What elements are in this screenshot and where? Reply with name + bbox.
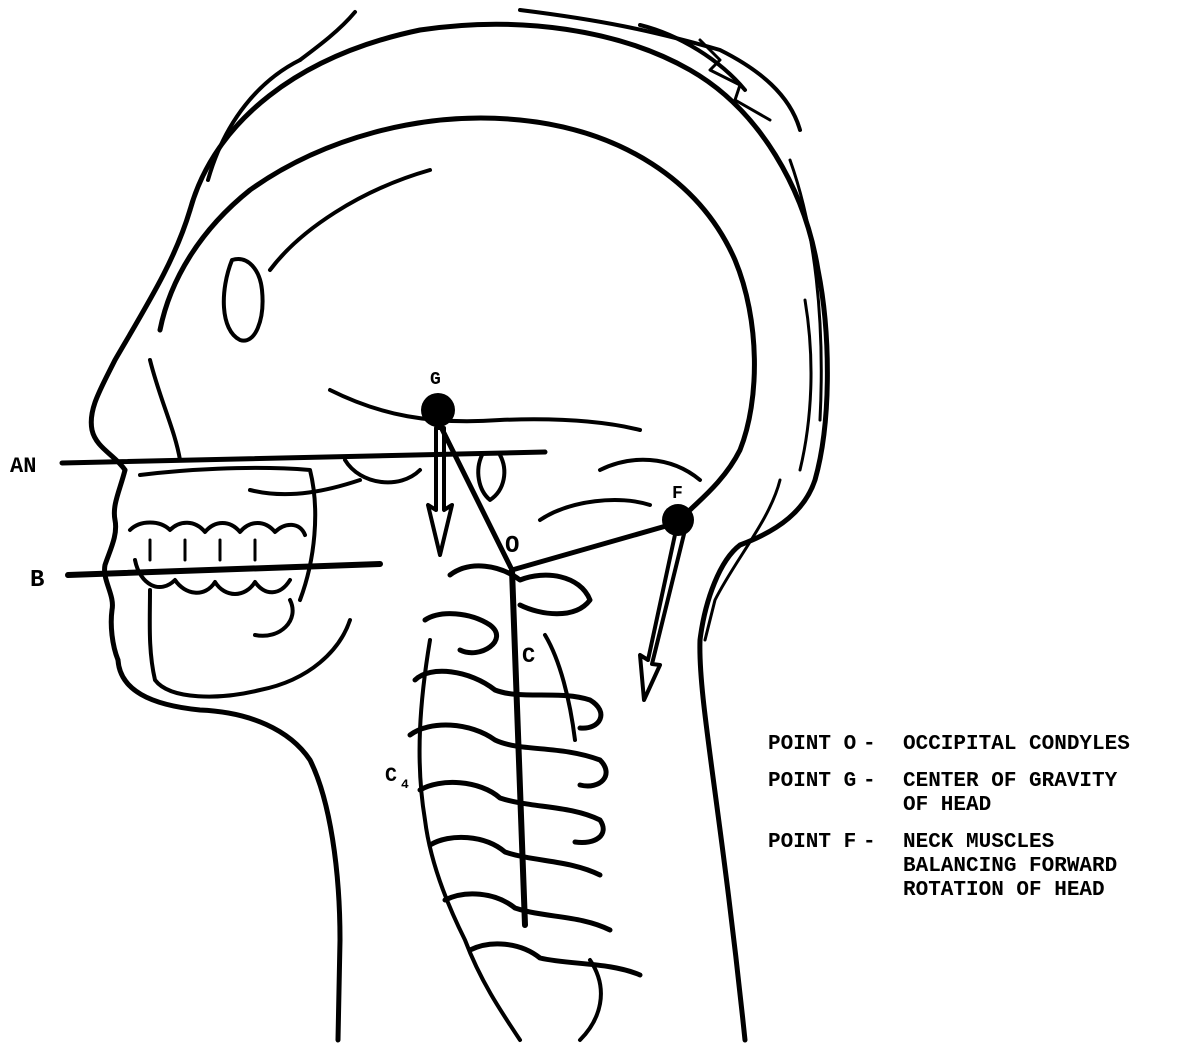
legend: POINT O - OCCIPITAL CONDYLES POINT G - C…: [768, 733, 1188, 916]
teeth: [130, 523, 305, 595]
cervical-spine: [410, 566, 640, 1040]
legend-key: POINT G: [768, 770, 863, 818]
label-b: B: [30, 567, 44, 594]
legend-row-g: POINT G - CENTER OF GRAVITY OF HEAD: [768, 770, 1188, 818]
face-profile: [91, 210, 350, 1040]
label-g: G: [430, 370, 441, 390]
legend-text: NECK MUSCLES BALANCING FORWARD ROTATION …: [903, 831, 1188, 903]
label-c4-subscript: 4: [401, 777, 409, 792]
legend-row-f: POINT F - NECK MUSCLES BALANCING FORWARD…: [768, 831, 1188, 903]
legend-key: POINT O: [768, 733, 863, 757]
legend-dash: -: [863, 831, 903, 903]
label-c: C: [522, 644, 535, 669]
label-o: O: [505, 533, 519, 560]
label-c4: C: [385, 765, 397, 788]
label-f: F: [672, 484, 683, 504]
legend-text: CENTER OF GRAVITY OF HEAD: [903, 770, 1188, 818]
legend-row-o: POINT O - OCCIPITAL CONDYLES: [768, 733, 1188, 757]
legend-key: POINT F: [768, 831, 863, 903]
b-line: [68, 564, 380, 575]
legend-text: OCCIPITAL CONDYLES: [903, 733, 1188, 757]
legend-dash: -: [863, 733, 903, 757]
lever-line: [440, 425, 680, 570]
skull: [140, 118, 754, 636]
point-g-dot: [421, 393, 455, 427]
muscle-arrow: [640, 530, 684, 700]
label-an: AN: [10, 454, 36, 479]
an-line: [62, 452, 545, 463]
legend-dash: -: [863, 770, 903, 818]
